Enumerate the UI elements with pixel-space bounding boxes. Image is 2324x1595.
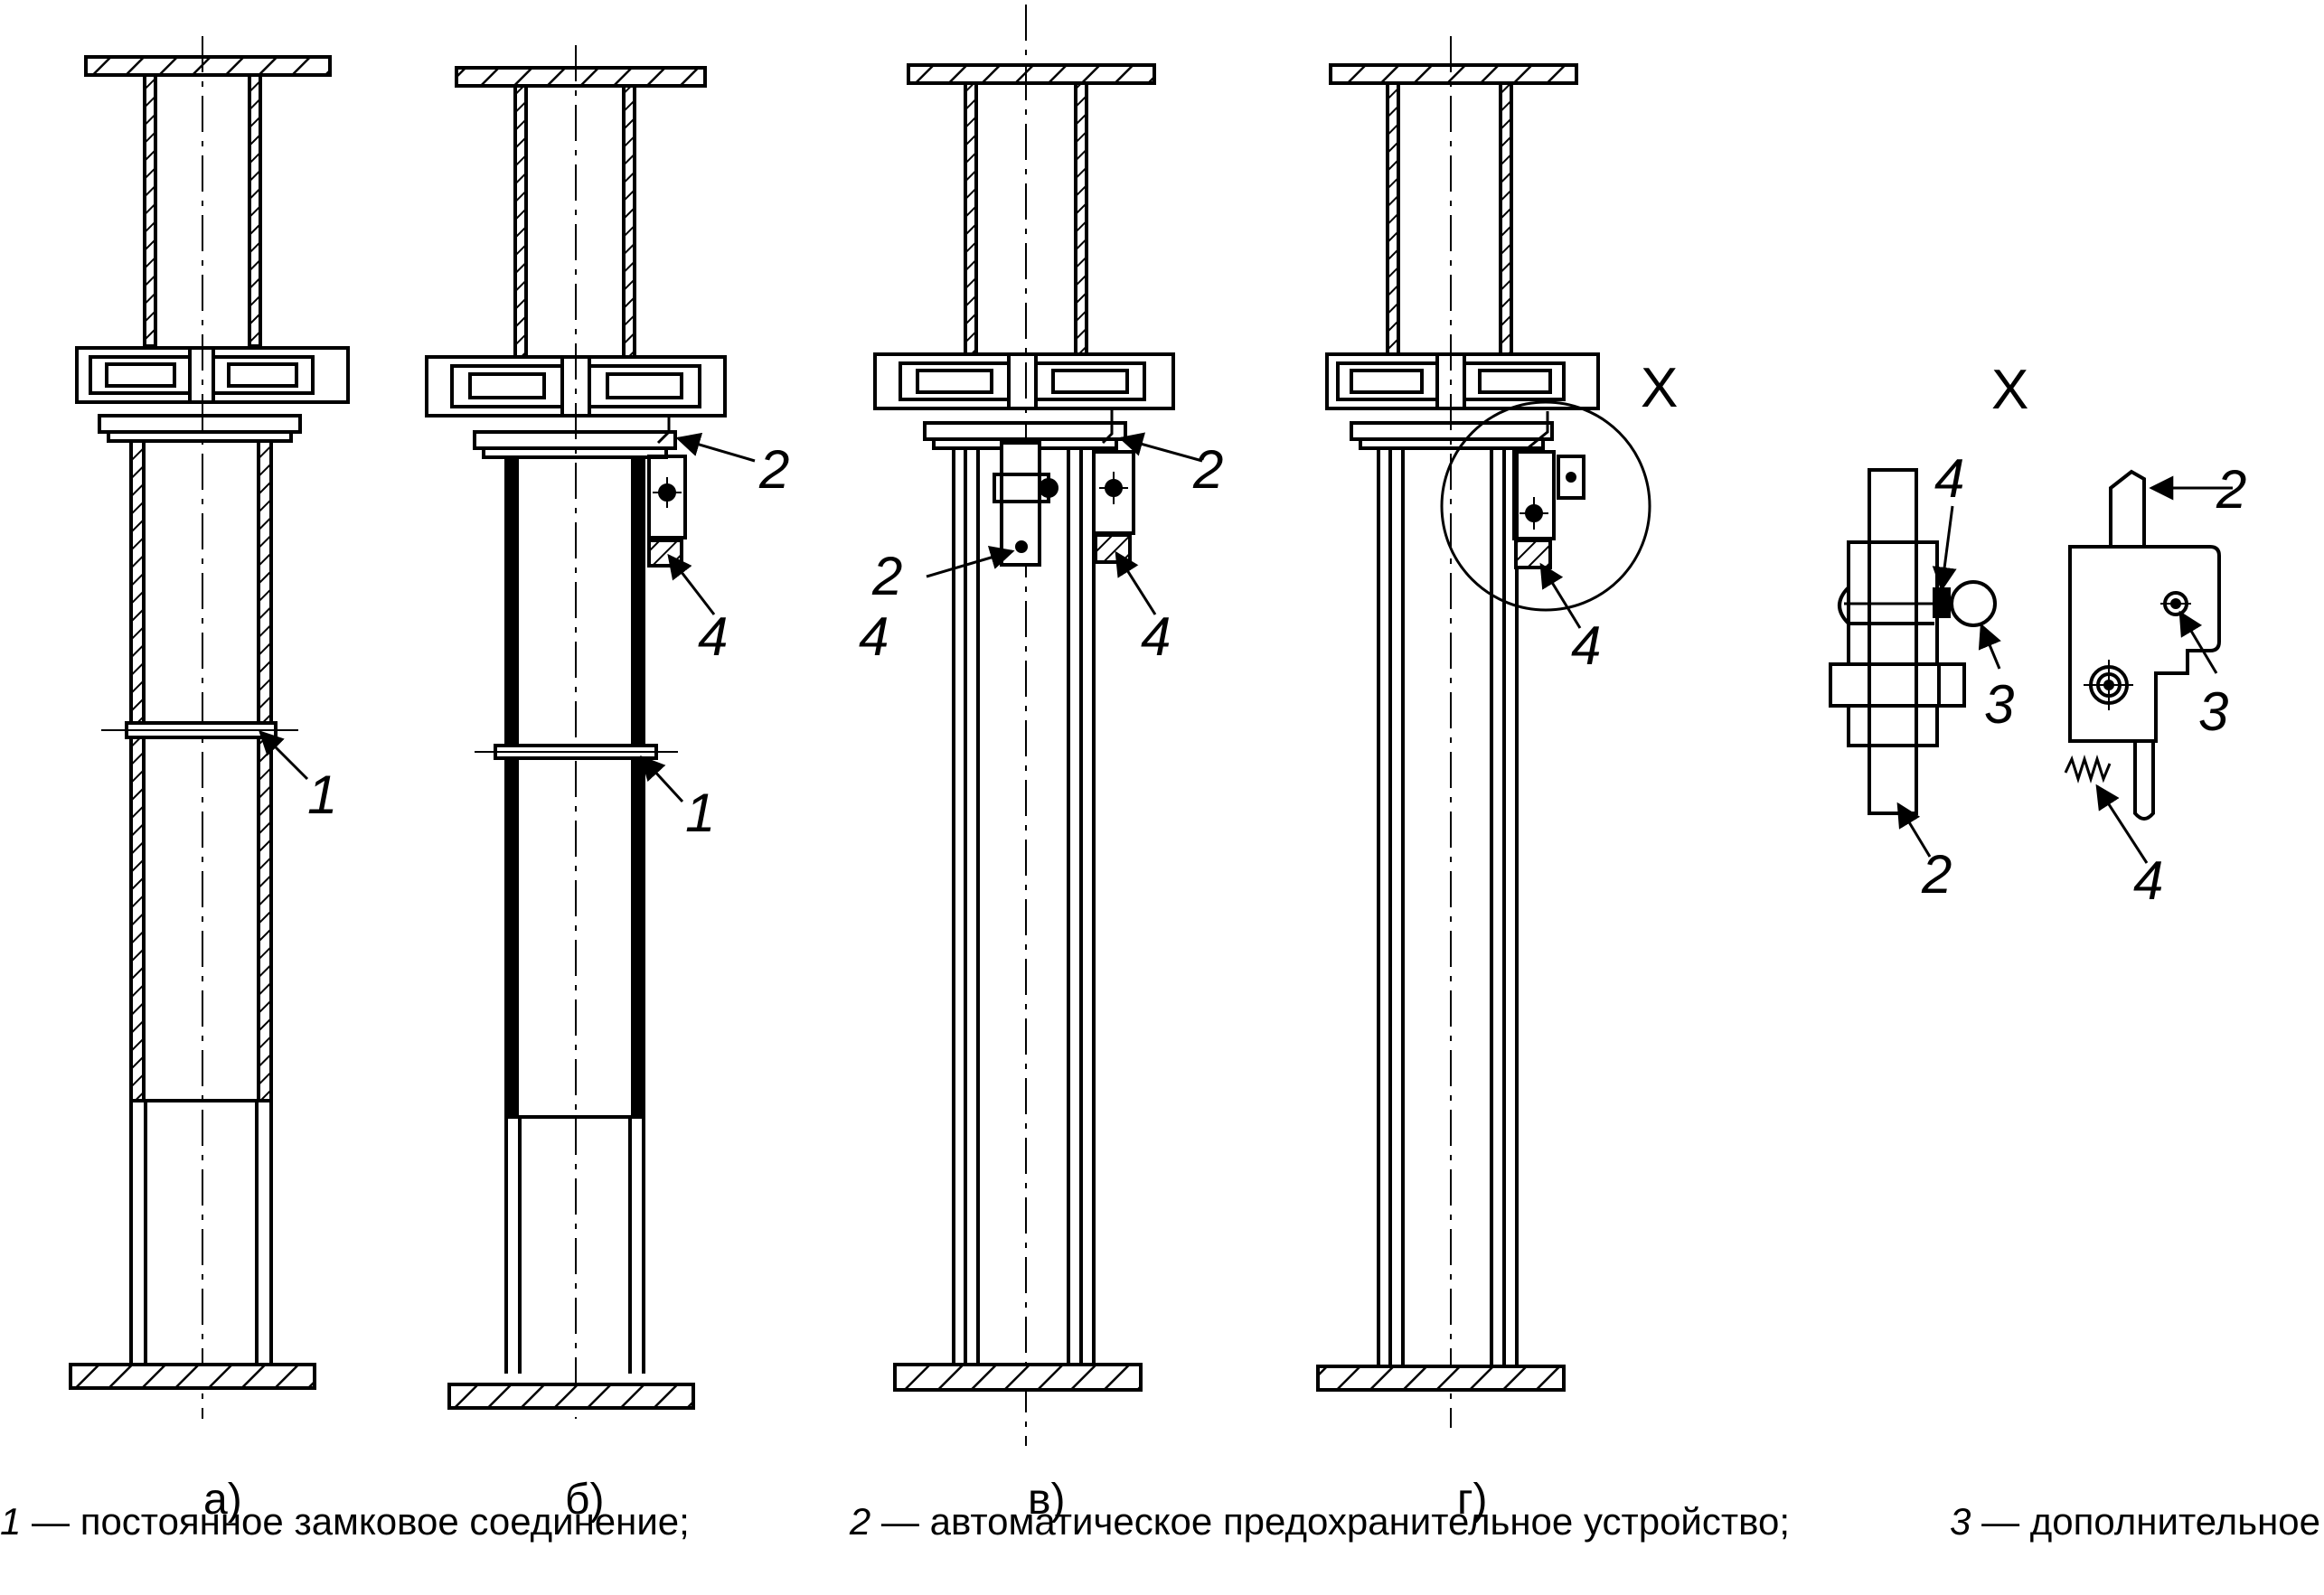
caption-b: б) xyxy=(565,1476,604,1524)
label-4-c-left: 4 xyxy=(859,606,889,667)
label-2-b: 2 xyxy=(758,439,789,500)
label-x-callout: X xyxy=(1641,357,1678,419)
lower-tube-right-wall xyxy=(257,439,273,1102)
detail-body xyxy=(2068,545,2221,743)
top-plate xyxy=(1329,63,1578,85)
upper-tube-right-wall xyxy=(248,73,262,348)
detail-x xyxy=(1829,468,2221,821)
spring xyxy=(1094,533,1132,564)
base-plate xyxy=(69,1363,316,1390)
legend-item-3: 3 — дополнительное xyxy=(1950,1500,2320,1543)
base-plate xyxy=(447,1383,695,1410)
prop-a xyxy=(69,36,350,1419)
spring xyxy=(647,539,683,568)
label-4-c: 4 xyxy=(1141,606,1171,667)
caption-c: в) xyxy=(1028,1476,1065,1524)
legend-num: 2 xyxy=(849,1500,871,1543)
detail-clamp xyxy=(1847,540,1939,747)
base-plate xyxy=(893,1363,1143,1392)
legend-item-2: 2 — автоматическое предохранительное уст… xyxy=(850,1500,1790,1543)
label-3-detail-front: 3 xyxy=(2198,681,2228,742)
leaders xyxy=(259,432,2233,864)
top-plate xyxy=(84,55,332,77)
prop-c xyxy=(873,5,1175,1446)
label-4-d: 4 xyxy=(1571,615,1601,676)
labels: 1 1 2 2 2 4 4 4 4 X X 2 4 3 3 2 4 а) б) … xyxy=(203,357,2246,1524)
label-4-b: 4 xyxy=(698,606,728,667)
lower-tube-left-wall xyxy=(129,439,146,1102)
label-x-detail: X xyxy=(1991,359,2028,421)
caption-a: а) xyxy=(203,1476,242,1524)
base-plate xyxy=(1316,1365,1566,1392)
label-1-b: 1 xyxy=(685,783,715,843)
caption-d: г) xyxy=(1457,1476,1488,1524)
legend-text: — автоматическое предохранительное устро… xyxy=(880,1500,1790,1543)
top-plate xyxy=(907,63,1156,85)
legend-text: — дополнительное xyxy=(1981,1500,2320,1543)
label-4-detail-side: 4 xyxy=(1934,448,1964,509)
legend-num: 1 xyxy=(0,1500,22,1543)
legend-item-1: 1 — постоянное замковое соединение; xyxy=(0,1500,690,1543)
detail-spring-front xyxy=(2064,755,2112,783)
spring xyxy=(1514,539,1552,569)
label-4-detail-front: 4 xyxy=(2133,850,2163,911)
legend-text: — постоянное замковое соединение; xyxy=(32,1500,690,1543)
prop-b xyxy=(425,45,727,1419)
upper-tube-left-wall xyxy=(143,73,157,348)
detail-latch xyxy=(2109,469,2146,547)
label-2-detail-front: 2 xyxy=(2216,459,2246,520)
prop-d xyxy=(1316,36,1651,1428)
legend-num: 3 xyxy=(1950,1500,1971,1543)
legend: 1 — постоянное замковое соединение; 2 — … xyxy=(0,1500,2324,1543)
label-1-a: 1 xyxy=(307,765,337,825)
safety-device xyxy=(647,455,687,539)
label-2-detail-side: 2 xyxy=(1921,844,1952,905)
detail-spring xyxy=(1933,587,1951,618)
detail-x-circle xyxy=(1440,400,1651,612)
label-3-detail-side: 3 xyxy=(1984,674,2014,735)
detail-ball xyxy=(1950,580,1997,627)
top-plate xyxy=(455,66,707,88)
label-2-c-inner: 2 xyxy=(871,546,902,606)
label-2-c: 2 xyxy=(1192,439,1223,500)
